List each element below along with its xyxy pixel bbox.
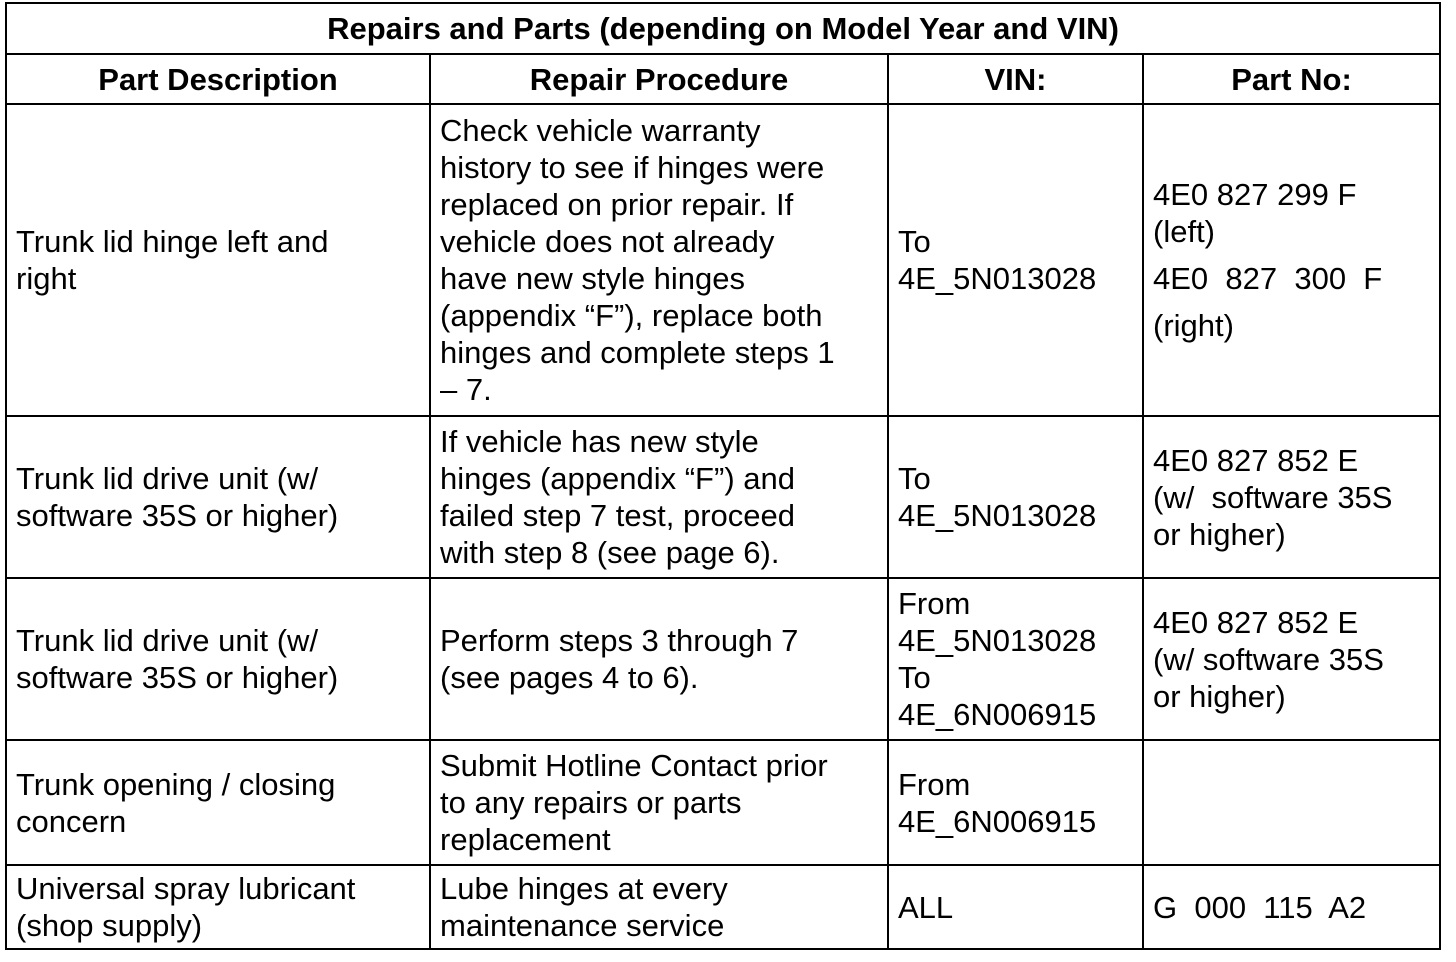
part-number-cell: 4E0 827 852 E (w/ software 35S or higher… xyxy=(1142,415,1441,579)
repairs-parts-table: Repairs and Parts (depending on Model Ye… xyxy=(5,2,1441,950)
repair-procedure-line: replaced on prior repair. If xyxy=(440,187,794,222)
part-description-cell: Trunk lid drive unit (w/ software 35S or… xyxy=(5,577,431,741)
part-description-line: concern xyxy=(16,803,127,839)
repair-procedure-line: have new style hinges xyxy=(440,261,746,296)
repair-procedure-line: (see pages 4 to 6). xyxy=(440,660,699,695)
vin-cell: To 4E_5N013028 xyxy=(887,103,1144,417)
part-description-line: right xyxy=(16,261,77,296)
vin-line: 4E_6N006915 xyxy=(898,697,1097,732)
table-row: Trunk opening / closing concern Submit H… xyxy=(5,739,1441,866)
part-description-cell: Trunk lid drive unit (w/ software 35S or… xyxy=(5,415,431,579)
part-description-line: Trunk lid hinge left and xyxy=(16,224,329,259)
table-row: Trunk lid drive unit (w/ software 35S or… xyxy=(5,577,1441,741)
part-description-cell: Universal spray lubricant (shop supply) xyxy=(5,864,431,950)
repair-procedure-line: Perform steps 3 through 7 xyxy=(440,623,799,658)
column-header-part-no: Part No: xyxy=(1142,53,1441,105)
repair-procedure-line: (appendix “F”), replace both xyxy=(440,298,823,333)
repair-procedure-cell: Check vehicle warranty history to see if… xyxy=(429,103,889,417)
part-number-line: (left) xyxy=(1153,214,1215,249)
repair-procedure-line: hinges (appendix “F”) and xyxy=(440,461,795,496)
column-header-vin: VIN: xyxy=(887,53,1144,105)
repair-procedure-line: Submit Hotline Contact prior xyxy=(440,748,828,783)
vin-line: ALL xyxy=(898,889,954,925)
part-number-line: 4E0 827 852 E xyxy=(1153,604,1359,640)
part-description-line: software 35S or higher) xyxy=(16,660,339,695)
table-header-row: Part Description Repair Procedure VIN: P… xyxy=(5,53,1441,105)
repair-procedure-line: – 7. xyxy=(440,372,492,407)
table-row: Trunk lid hinge left and right Check veh… xyxy=(5,103,1441,417)
part-description-line: Trunk lid drive unit (w/ xyxy=(16,623,319,658)
vin-line: From xyxy=(898,586,971,621)
part-description-line: software 35S or higher) xyxy=(16,498,339,533)
vin-line: 4E_5N013028 xyxy=(898,261,1097,296)
repair-procedure-line: with step 8 (see page 6). xyxy=(440,535,780,570)
part-number-line: (w/ software 35S xyxy=(1153,641,1384,677)
part-number-line: 4E0 827 300 F xyxy=(1153,261,1383,296)
part-number-line: 4E0 827 299 F xyxy=(1153,177,1357,212)
part-number-line: (w/ software 35S xyxy=(1153,479,1393,515)
vin-line: 4E_5N013028 xyxy=(898,623,1097,658)
repair-procedure-line: replacement xyxy=(440,822,611,857)
part-description-line: (shop supply) xyxy=(16,908,203,943)
repair-procedure-line: history to see if hinges were xyxy=(440,150,825,185)
vin-line: To xyxy=(898,461,931,496)
repair-procedure-cell: Lube hinges at every maintenance service xyxy=(429,864,889,950)
repair-procedure-line: hinges and complete steps 1 xyxy=(440,335,835,370)
part-description-line: Universal spray lubricant xyxy=(16,871,356,906)
vin-line: To xyxy=(898,224,931,259)
vin-line: 4E_5N013028 xyxy=(898,498,1097,533)
part-number-line: or higher) xyxy=(1153,678,1286,714)
vin-cell: From 4E_6N006915 xyxy=(887,739,1144,866)
vin-line: 4E_6N006915 xyxy=(898,803,1097,839)
part-description-cell: Trunk lid hinge left and right xyxy=(5,103,431,417)
part-number-cell: G 000 115 A2 xyxy=(1142,864,1441,950)
repair-procedure-line: maintenance service xyxy=(440,908,725,943)
repair-procedure-line: to any repairs or parts xyxy=(440,785,742,820)
part-number-cell: 4E0 827 852 E (w/ software 35S or higher… xyxy=(1142,577,1441,741)
vin-line: To xyxy=(898,660,931,695)
repair-procedure-line: If vehicle has new style xyxy=(440,424,759,459)
column-header-repair-procedure: Repair Procedure xyxy=(429,53,889,105)
table-row: Universal spray lubricant (shop supply) … xyxy=(5,864,1441,950)
repair-procedure-line: vehicle does not already xyxy=(440,224,775,259)
repair-procedure-line: failed step 7 test, proceed xyxy=(440,498,796,533)
part-number-line: 4E0 827 852 E xyxy=(1153,442,1359,478)
part-number-cell xyxy=(1142,739,1441,866)
table-title-row: Repairs and Parts (depending on Model Ye… xyxy=(5,2,1441,55)
repair-procedure-cell: Submit Hotline Contact prior to any repa… xyxy=(429,739,889,866)
part-description-line: Trunk opening / closing xyxy=(16,766,336,802)
table-title: Repairs and Parts (depending on Model Ye… xyxy=(5,2,1441,55)
column-header-part-description: Part Description xyxy=(5,53,431,105)
repair-procedure-cell: If vehicle has new style hinges (appendi… xyxy=(429,415,889,579)
part-number-line: (right) xyxy=(1153,308,1234,343)
vin-line: From xyxy=(898,766,971,802)
vin-cell: To 4E_5N013028 xyxy=(887,415,1144,579)
part-number-line: G 000 115 A2 xyxy=(1153,889,1367,925)
repair-procedure-line: Lube hinges at every xyxy=(440,871,728,906)
part-description-line: Trunk lid drive unit (w/ xyxy=(16,461,319,496)
repair-procedure-line: Check vehicle warranty xyxy=(440,113,761,148)
repair-procedure-cell: Perform steps 3 through 7 (see pages 4 t… xyxy=(429,577,889,741)
part-number-line: or higher) xyxy=(1153,516,1286,552)
part-description-cell: Trunk opening / closing concern xyxy=(5,739,431,866)
vin-cell: From 4E_5N013028 To 4E_6N006915 xyxy=(887,577,1144,741)
vin-cell: ALL xyxy=(887,864,1144,950)
table-row: Trunk lid drive unit (w/ software 35S or… xyxy=(5,415,1441,579)
part-number-cell: 4E0 827 299 F (left) 4E0 827 300 F (righ… xyxy=(1142,103,1441,417)
